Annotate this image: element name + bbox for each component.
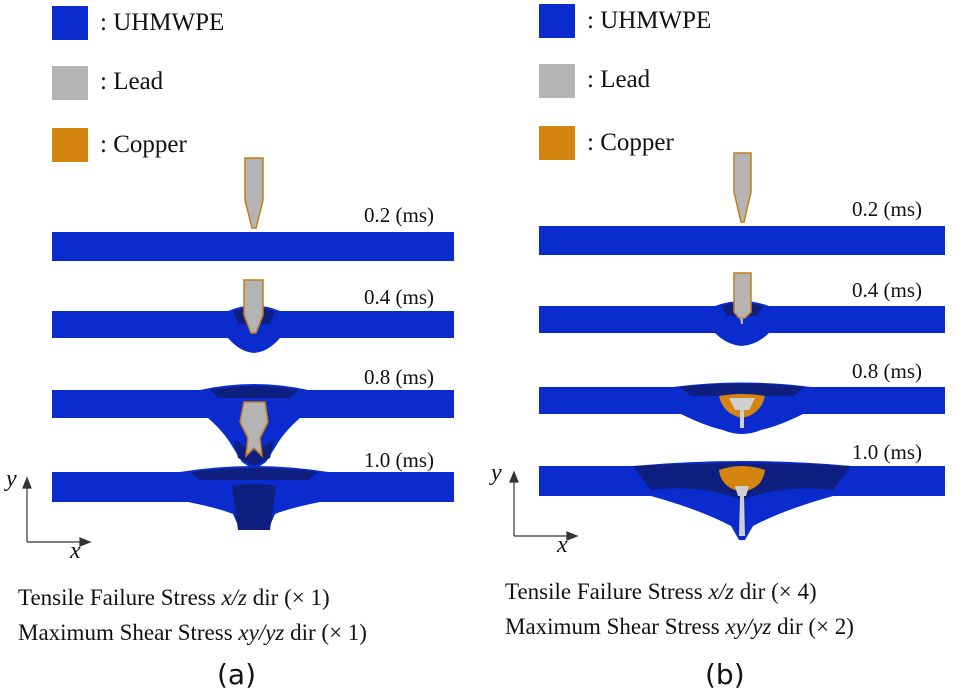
x-axis-label: x [557,532,568,558]
panel-a: : UHMWPE : Lead : Copper [6,6,454,691]
time-label-1-0ms: 1.0 (ms) [852,440,922,464]
caption-line-1: Tensile Failure Stress x/z dir (× 4) [505,579,817,604]
time-label-0-2ms: 0.2 (ms) [852,197,922,221]
legend-label-lead: : Lead [587,66,651,93]
legend-swatch-uhmwpe [539,4,575,38]
time-label-0-2ms: 0.2 (ms) [364,203,434,227]
caption-line-1: Tensile Failure Stress x/z dir (× 1) [18,585,330,610]
axes-indicator-a [22,476,92,547]
legend-label-copper: : Copper [587,129,674,156]
axes-indicator-b [509,470,579,541]
simulation-sequence-a [22,157,454,547]
time-label-0-8ms: 0.8 (ms) [852,359,922,383]
simulation-sequence-b [509,152,945,541]
frame-0-8ms-a [52,384,454,470]
legend-label-copper: : Copper [100,131,187,158]
legend-swatch-copper [539,126,575,160]
frame-0-4ms-b [539,272,945,346]
time-label-0-4ms: 0.4 (ms) [364,285,434,309]
caption-line-2: Maximum Shear Stress xy/yz dir (× 1) [18,620,367,645]
frame-1-0ms-b [539,461,945,540]
y-axis-label: y [6,466,17,492]
legend-swatch-lead [539,64,575,98]
caption-line-2: Maximum Shear Stress xy/yz dir (× 2) [505,614,854,639]
panel-label: (a) [217,658,257,691]
time-label-1-0ms: 1.0 (ms) [364,448,434,472]
x-axis-label: x [70,538,81,564]
legend-swatch-uhmwpe [52,6,88,40]
legend-label-uhmwpe: : UHMWPE [587,7,712,34]
panel-b: : UHMWPE : Lead : Copper [483,0,966,697]
legend-swatch-lead [52,66,88,100]
frame-0-2ms-b [539,152,945,255]
frame-0-2ms-a [52,157,454,261]
panel-label: (b) [705,658,745,691]
frame-0-4ms-a [52,279,454,353]
legend-swatch-copper [52,128,88,162]
legend-label-uhmwpe: : UHMWPE [100,9,225,36]
frame-1-0ms-a [52,466,454,530]
time-label-0-4ms: 0.4 (ms) [852,278,922,302]
time-label-0-8ms: 0.8 (ms) [364,365,434,389]
legend-label-lead: : Lead [100,68,164,95]
frame-0-8ms-b [539,382,945,434]
y-axis-label: y [491,460,502,486]
